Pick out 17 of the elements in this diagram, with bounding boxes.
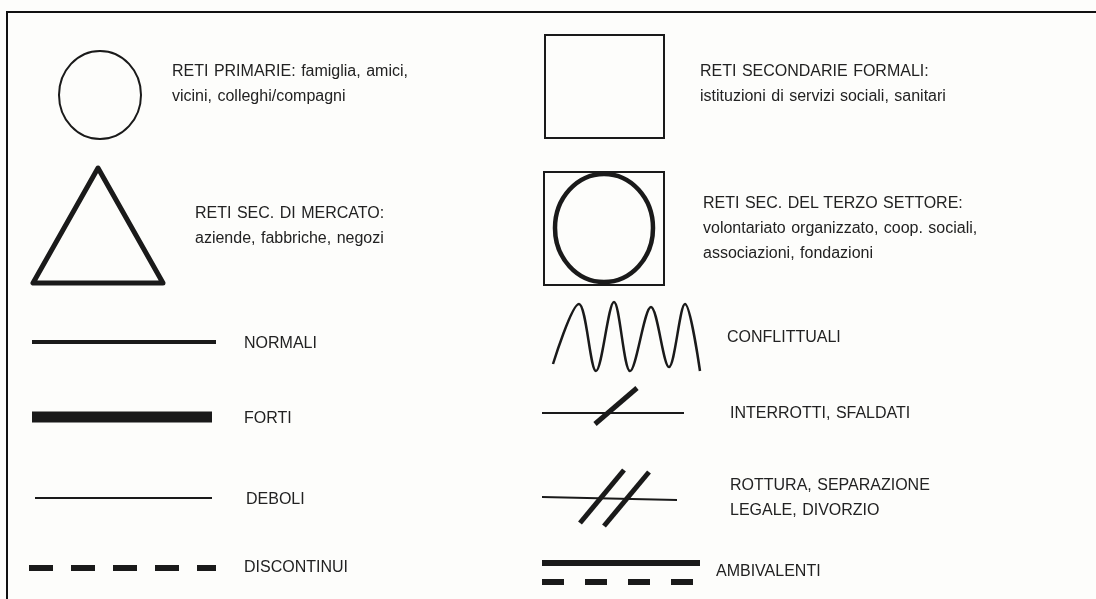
legend-text: RETI SEC. DEL TERZO SETTORE: volontariato organizzato, coop. sociali, associazioni, fondazioni [703, 193, 978, 263]
square-symbol [543, 171, 665, 286]
legend-text: RETI SECONDARIE FORMALI: istituzioni di servizi sociali, sanitari [700, 61, 947, 106]
legend-text: INTERROTTI, SFALDATI [730, 403, 911, 423]
triangle-symbol [30, 165, 166, 286]
legend-text: AMBIVALENTI [716, 561, 821, 581]
legend-text: RETI SEC. DI MERCATO: aziende, fabbriche, negozi [195, 203, 386, 248]
legend-text: DISCONTINUI [244, 557, 348, 577]
legend-text: CONFLITTUALI [727, 327, 841, 347]
legend-text: RETI PRIMARIE: famiglia, amici, vicini, colleghi/compagni [172, 61, 409, 106]
legend-text: FORTI [244, 408, 292, 428]
legend-text: DEBOLI [246, 489, 305, 509]
legend-text: NORMALI [244, 333, 317, 353]
circle-symbol [552, 171, 656, 285]
square-symbol [544, 34, 665, 139]
legend-text: ROTTURA, SEPARAZIONE LEGALE, DIVORZIO [730, 475, 931, 520]
circle-symbol [58, 50, 142, 140]
